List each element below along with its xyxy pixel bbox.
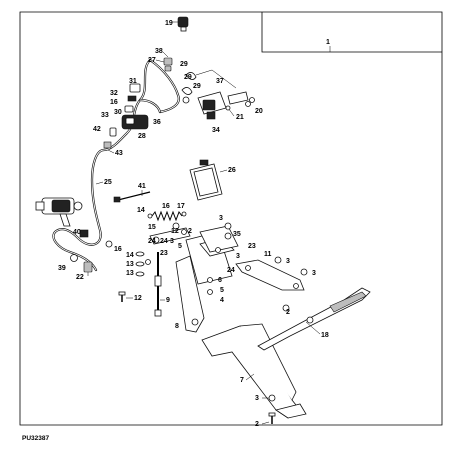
- callout-39: 39: [58, 265, 66, 272]
- callout-40: 40: [73, 229, 81, 236]
- callout-15: 15: [148, 224, 156, 231]
- callout-20: 20: [255, 108, 263, 115]
- callout-41: 41: [138, 183, 146, 190]
- connector-19: [177, 16, 189, 32]
- callout-30: 30: [114, 109, 122, 116]
- callout-3-bottom: 3: [255, 395, 259, 402]
- arm-8: [175, 255, 205, 333]
- screw-21: [225, 105, 235, 117]
- callout-13: 13: [126, 261, 134, 268]
- callout-18: 18: [321, 332, 329, 339]
- callout-12-lower: 12: [134, 295, 142, 302]
- callout-8: 8: [175, 323, 179, 330]
- callout-42: 42: [93, 126, 101, 133]
- callout-11: 11: [264, 251, 272, 258]
- callout-3-top: 3: [219, 215, 223, 222]
- plate-26: [189, 159, 223, 201]
- callout-31: 31: [129, 78, 137, 85]
- callout-2: 2: [188, 228, 192, 235]
- callout-24: 24: [227, 267, 235, 274]
- callout-3-mid: 3: [236, 253, 240, 260]
- callout-29: 29: [180, 61, 188, 68]
- module-37: [197, 91, 255, 115]
- callout-16: 16: [162, 203, 170, 210]
- diagram-frame: [19, 11, 443, 426]
- callout-5-upper: 5: [178, 243, 182, 250]
- callout-27: 27: [148, 57, 156, 64]
- callout-6: 6: [218, 277, 222, 284]
- hardware-left: [70, 229, 113, 276]
- callout-16-left: 16: [114, 246, 122, 253]
- callout-33: 33: [101, 112, 109, 119]
- bracket-7: [201, 323, 307, 419]
- solenoid-25: [35, 197, 83, 227]
- callout-28: 28: [138, 133, 146, 140]
- callout-2-right: 2: [286, 309, 290, 316]
- callout-34: 34: [212, 127, 220, 134]
- callout-35: 35: [233, 231, 241, 238]
- callout-3: 3: [170, 238, 174, 245]
- callout-13b: 13: [126, 270, 134, 277]
- callout-23-left: 23: [160, 250, 168, 257]
- callout-2-bottom: 2: [255, 421, 259, 428]
- callout-29b: 29: [184, 74, 192, 81]
- callout-1: 1: [326, 39, 330, 46]
- lever-24: [149, 227, 191, 245]
- callout-43: 43: [115, 150, 123, 157]
- callout-14-left: 14: [126, 252, 134, 259]
- callout-38: 38: [155, 48, 163, 55]
- callout-16-upper: 16: [110, 99, 118, 106]
- bar-11: [235, 259, 305, 291]
- callout-17: 17: [177, 203, 185, 210]
- callout-3-r1: 3: [286, 258, 290, 265]
- figure-id: PU32387: [22, 435, 49, 442]
- clip-29: [181, 72, 197, 104]
- bolt-12: [118, 291, 126, 302]
- callout-14: 14: [137, 207, 145, 214]
- callout-5: 5: [220, 287, 224, 294]
- callout-7: 7: [240, 377, 244, 384]
- fasteners-lower: [268, 304, 290, 424]
- callout-labels: 1 19 38 27 29 29 29 37 31 32 16 30 33 42…: [58, 20, 331, 428]
- washers-13-14: [135, 251, 145, 277]
- rod-9: [145, 252, 162, 317]
- nuts-3-right: [172, 222, 308, 276]
- callout-32: 32: [110, 90, 118, 97]
- callout-21: 21: [236, 114, 244, 121]
- callout-25: 25: [104, 179, 112, 186]
- part-34: [206, 111, 216, 120]
- callout-19: 19: [165, 20, 173, 27]
- switch-assembly: [103, 83, 149, 149]
- callout-22: 22: [76, 274, 84, 281]
- callout-4: 4: [220, 297, 224, 304]
- callout-9: 9: [166, 297, 170, 304]
- callout-26: 26: [228, 167, 236, 174]
- callout-29c: 29: [193, 83, 201, 90]
- callout-3-r2: 3: [312, 270, 316, 277]
- nut-20: [245, 101, 251, 107]
- callout-24-a: 24: [148, 238, 156, 245]
- blade-18: [257, 287, 371, 351]
- callout-36: 36: [153, 119, 161, 126]
- callout-24-b: 24: [160, 238, 168, 245]
- callout-12: 12: [171, 228, 179, 235]
- connector-27: [163, 57, 173, 72]
- cable-tie-41: [113, 191, 151, 203]
- callout-37: 37: [216, 78, 224, 85]
- plate-23: [199, 225, 239, 253]
- callout-23: 23: [248, 243, 256, 250]
- spring-17: [147, 210, 187, 222]
